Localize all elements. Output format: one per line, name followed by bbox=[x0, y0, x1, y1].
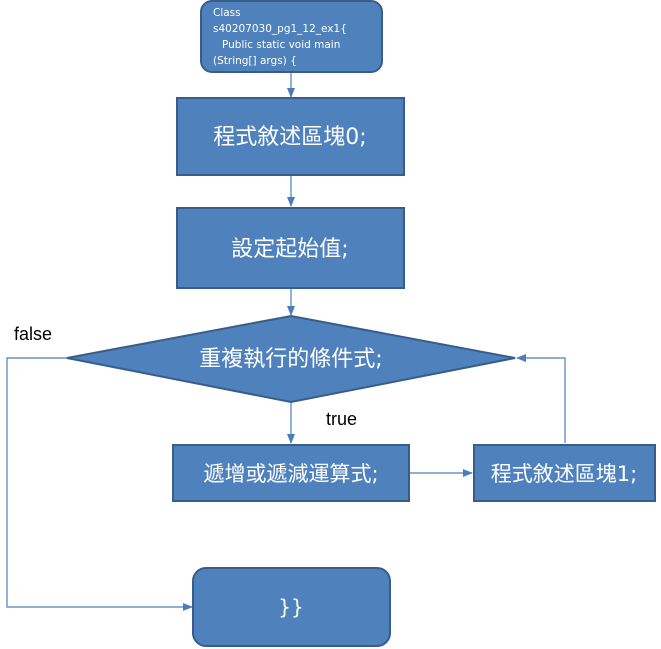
init-node bbox=[176, 207, 405, 289]
edge-block1-loop-back bbox=[516, 354, 566, 443]
start-text-line2: s40207030_pg1_12_ex1{ bbox=[213, 23, 347, 35]
update-label: 遞增或遞減運算式; bbox=[203, 462, 378, 486]
block1-label: 程式敘述區塊1; bbox=[491, 462, 637, 486]
end-label: }} bbox=[278, 595, 303, 619]
block0-label: 程式敘述區塊0; bbox=[213, 125, 366, 150]
start-text-line1: Class bbox=[213, 7, 241, 19]
block0-node bbox=[176, 97, 405, 176]
edge-label-true: true bbox=[326, 409, 357, 429]
edge-condition-false-to-end bbox=[6, 357, 193, 611]
condition-label: 重複執行的條件式; bbox=[199, 347, 382, 372]
start-text-line4: (String[] args) { bbox=[213, 55, 297, 67]
init-label: 設定起始值; bbox=[231, 237, 348, 262]
start-text-line3: Public static void main bbox=[222, 39, 340, 51]
block1-node bbox=[473, 444, 656, 502]
end-node bbox=[192, 567, 391, 647]
edge-label-false: false bbox=[14, 324, 52, 344]
start-node bbox=[200, 0, 383, 73]
condition-node bbox=[66, 314, 516, 404]
update-node bbox=[172, 444, 410, 502]
